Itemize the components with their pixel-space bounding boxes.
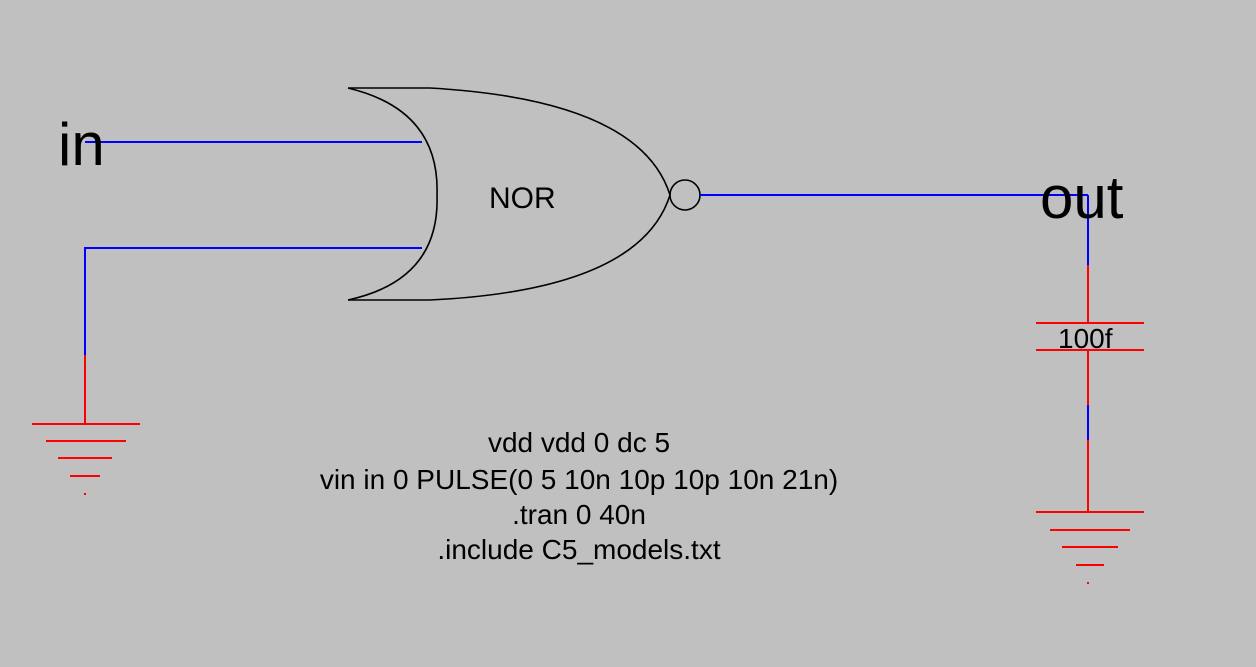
gate-label: NOR (489, 182, 556, 215)
spice-directives[interactable]: vdd vdd 0 dc 5 vin in 0 PULSE(0 5 10n 10… (320, 427, 838, 565)
directive-line: vdd vdd 0 dc 5 (488, 427, 670, 458)
input-wire-b[interactable] (84, 247, 422, 355)
output-wire[interactable] (700, 194, 1089, 265)
right-ground[interactable] (1036, 440, 1144, 584)
nor-gate[interactable]: NOR (347, 87, 701, 301)
net-label-in[interactable]: in (58, 111, 105, 178)
inversion-bubble (669, 179, 701, 211)
directive-line: vin in 0 PULSE(0 5 10n 10p 10p 10n 21n) (320, 464, 838, 495)
left-ground[interactable] (32, 355, 140, 495)
directive-line: .include C5_models.txt (437, 534, 720, 565)
capacitor[interactable]: 100f (1036, 265, 1144, 405)
capacitor-value: 100f (1058, 323, 1113, 354)
directive-line: .tran 0 40n (512, 499, 646, 530)
net-label-out[interactable]: out (1040, 164, 1124, 231)
